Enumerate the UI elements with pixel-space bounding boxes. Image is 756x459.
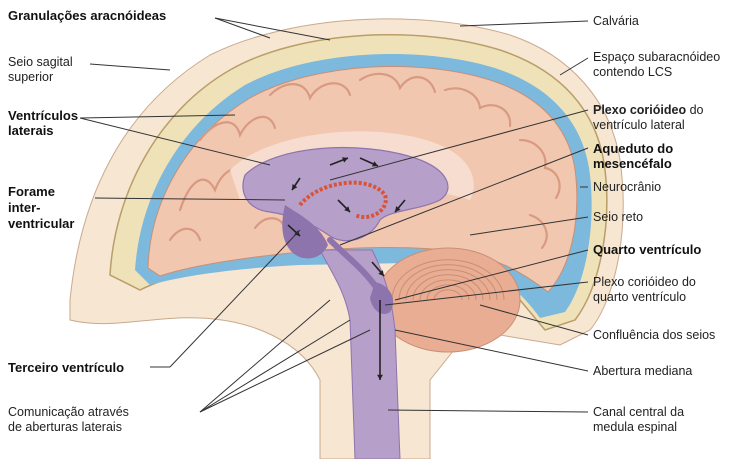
label-bold-part: Plexo corióideo (593, 103, 686, 117)
label-forame: Forame inter- ventricular (8, 184, 74, 232)
label-line: superior (8, 70, 73, 85)
label-line: quarto ventrículo (593, 290, 696, 305)
label-plexo-quarto: Plexo corióideo do quarto ventrículo (593, 275, 696, 305)
label-line: contendo LCS (593, 65, 720, 80)
label-line: Plexo corióideo do (593, 103, 703, 118)
label-line: inter- (8, 200, 74, 216)
label-line: Comunicação através (8, 405, 129, 420)
label-line: ventrículo lateral (593, 118, 703, 133)
label-quarto-ventriculo: Quarto ventrículo (593, 242, 701, 257)
label-line: Seio sagital (8, 55, 73, 70)
label-rest-part: do (686, 103, 703, 117)
label-line: Calvária (593, 14, 639, 29)
label-line: Granulações aracnóideas (8, 8, 166, 23)
label-neurocranio: Neurocrânio (593, 180, 661, 195)
label-granulacoes: Granulações aracnóideas (8, 8, 166, 23)
label-line: Forame (8, 184, 74, 200)
label-line: Confluência dos seios (593, 328, 715, 343)
cerebellum (376, 248, 520, 352)
label-line: medula espinal (593, 420, 684, 435)
label-line: Aqueduto do (593, 141, 673, 156)
label-line: Terceiro ventrículo (8, 360, 124, 375)
label-terceiro-ventriculo: Terceiro ventrículo (8, 360, 124, 375)
label-line: laterais (8, 123, 78, 138)
label-comunicacao: Comunicação através de aberturas laterai… (8, 405, 129, 435)
label-line: Plexo corióideo do (593, 275, 696, 290)
label-ventriculos-laterais: Ventrículos laterais (8, 108, 78, 138)
label-calvaria: Calvária (593, 14, 639, 29)
leader-line (90, 64, 170, 70)
label-line: Neurocrânio (593, 180, 661, 195)
label-line: Seio reto (593, 210, 643, 225)
label-line: Espaço subaracnóideo (593, 50, 720, 65)
label-plexo-lateral: Plexo corióideo do ventrículo lateral (593, 103, 703, 133)
label-line: mesencéfalo (593, 156, 673, 171)
label-line: Quarto ventrículo (593, 242, 701, 257)
leader-line (460, 21, 588, 26)
label-line: Ventrículos (8, 108, 78, 123)
label-line: ventricular (8, 216, 74, 232)
label-aqueduto: Aqueduto do mesencéfalo (593, 141, 673, 171)
label-line: Abertura mediana (593, 364, 692, 379)
label-abertura-mediana: Abertura mediana (593, 364, 692, 379)
label-canal-central: Canal central da medula espinal (593, 405, 684, 435)
label-espaco-subaracnoideo: Espaço subaracnóideo contendo LCS (593, 50, 720, 80)
label-seio-sagital: Seio sagital superior (8, 55, 73, 85)
leader-line (215, 18, 270, 38)
label-line: de aberturas laterais (8, 420, 129, 435)
label-seio-reto: Seio reto (593, 210, 643, 225)
label-confluencia: Confluência dos seios (593, 328, 715, 343)
label-line: Canal central da (593, 405, 684, 420)
